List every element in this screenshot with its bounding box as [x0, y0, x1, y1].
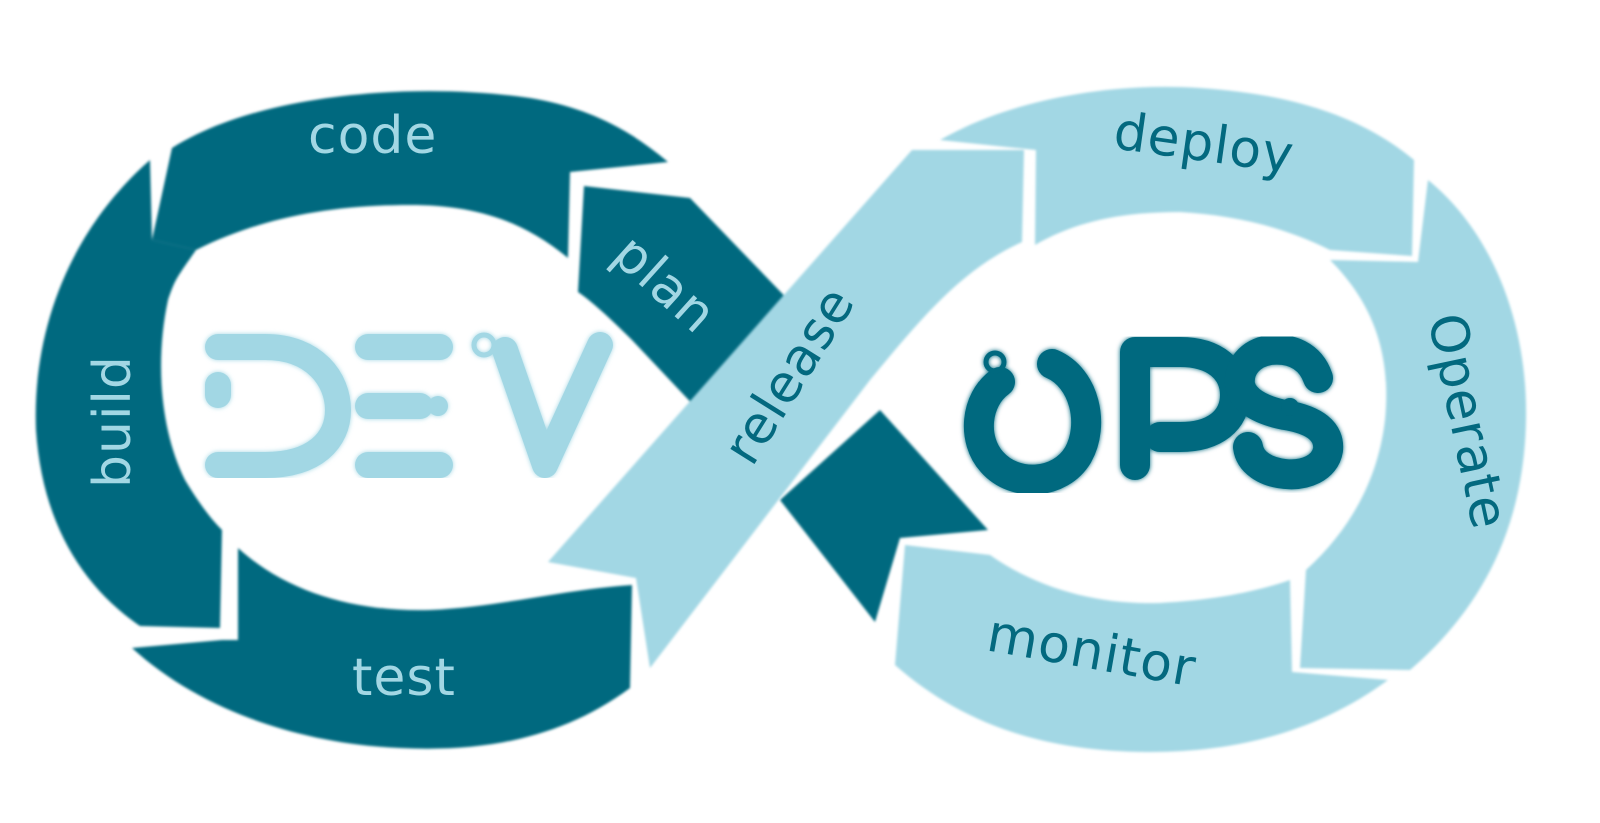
- deploy-segment: [940, 86, 1414, 256]
- label-code: code: [308, 106, 437, 166]
- dev-letter-d: [205, 334, 351, 478]
- ops-s-dot: [1281, 398, 1299, 416]
- test-segment: [132, 548, 632, 749]
- code-segment: [152, 91, 668, 258]
- dev-word-text: DEV: [400, 409, 402, 411]
- ops-letter-p: [1120, 337, 1250, 480]
- dev-loop: [35, 91, 988, 749]
- ops-letter-o: [963, 349, 1102, 495]
- ops-letter-s: [1224, 334, 1344, 490]
- ops-word-text: OPS: [1150, 409, 1152, 411]
- dev-logo: [205, 332, 613, 478]
- label-test: test: [352, 648, 456, 708]
- label-build: build: [83, 355, 143, 488]
- dev-crossing-strip: [780, 410, 988, 622]
- ops-logo: [963, 334, 1344, 495]
- monitor-segment: [895, 545, 1388, 752]
- ops-loop: [548, 86, 1527, 752]
- operate-segment: [1300, 180, 1527, 670]
- release-segment: [548, 150, 1024, 668]
- build-segment: [35, 160, 222, 628]
- dev-letter-e-dot: [428, 396, 448, 416]
- dev-degree-circle: [471, 332, 497, 358]
- dev-letter-v: [492, 332, 613, 478]
- ops-small-circle: [983, 350, 1007, 374]
